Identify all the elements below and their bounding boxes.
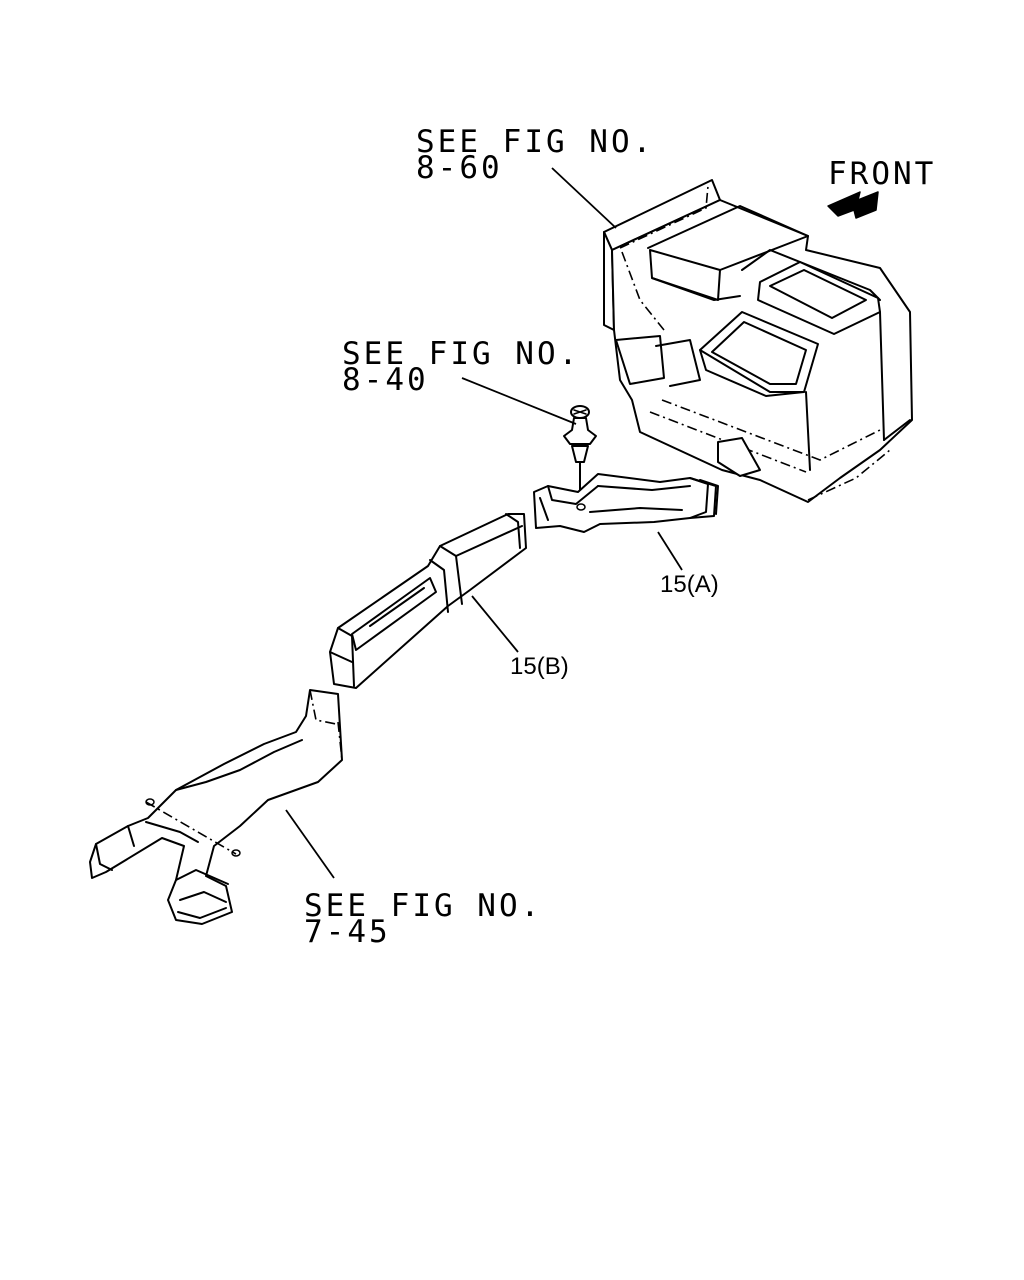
leader-lines (285, 167, 683, 879)
ref-lower-duct-line2: 7-45 (304, 914, 391, 950)
callout-15b: 15(B) (510, 653, 569, 680)
heater-unit-assembly (603, 179, 913, 503)
callout-15a: 15(A) (660, 571, 719, 598)
clip-fastener (563, 405, 597, 491)
ref-heater-line2: 8-60 (416, 150, 503, 186)
ref-clip-line2: 8-40 (342, 362, 429, 398)
duct-15a (533, 473, 719, 533)
front-arrow-icon (827, 191, 879, 219)
ref-lower-duct-line1: SEE FIG NO. (304, 888, 542, 924)
lower-duct (89, 689, 343, 925)
duct-15b (329, 513, 527, 689)
ref-heater-line1: SEE FIG NO. (416, 124, 654, 160)
front-label: FRONT (828, 156, 936, 192)
ref-clip-line1: SEE FIG NO. (342, 336, 580, 372)
